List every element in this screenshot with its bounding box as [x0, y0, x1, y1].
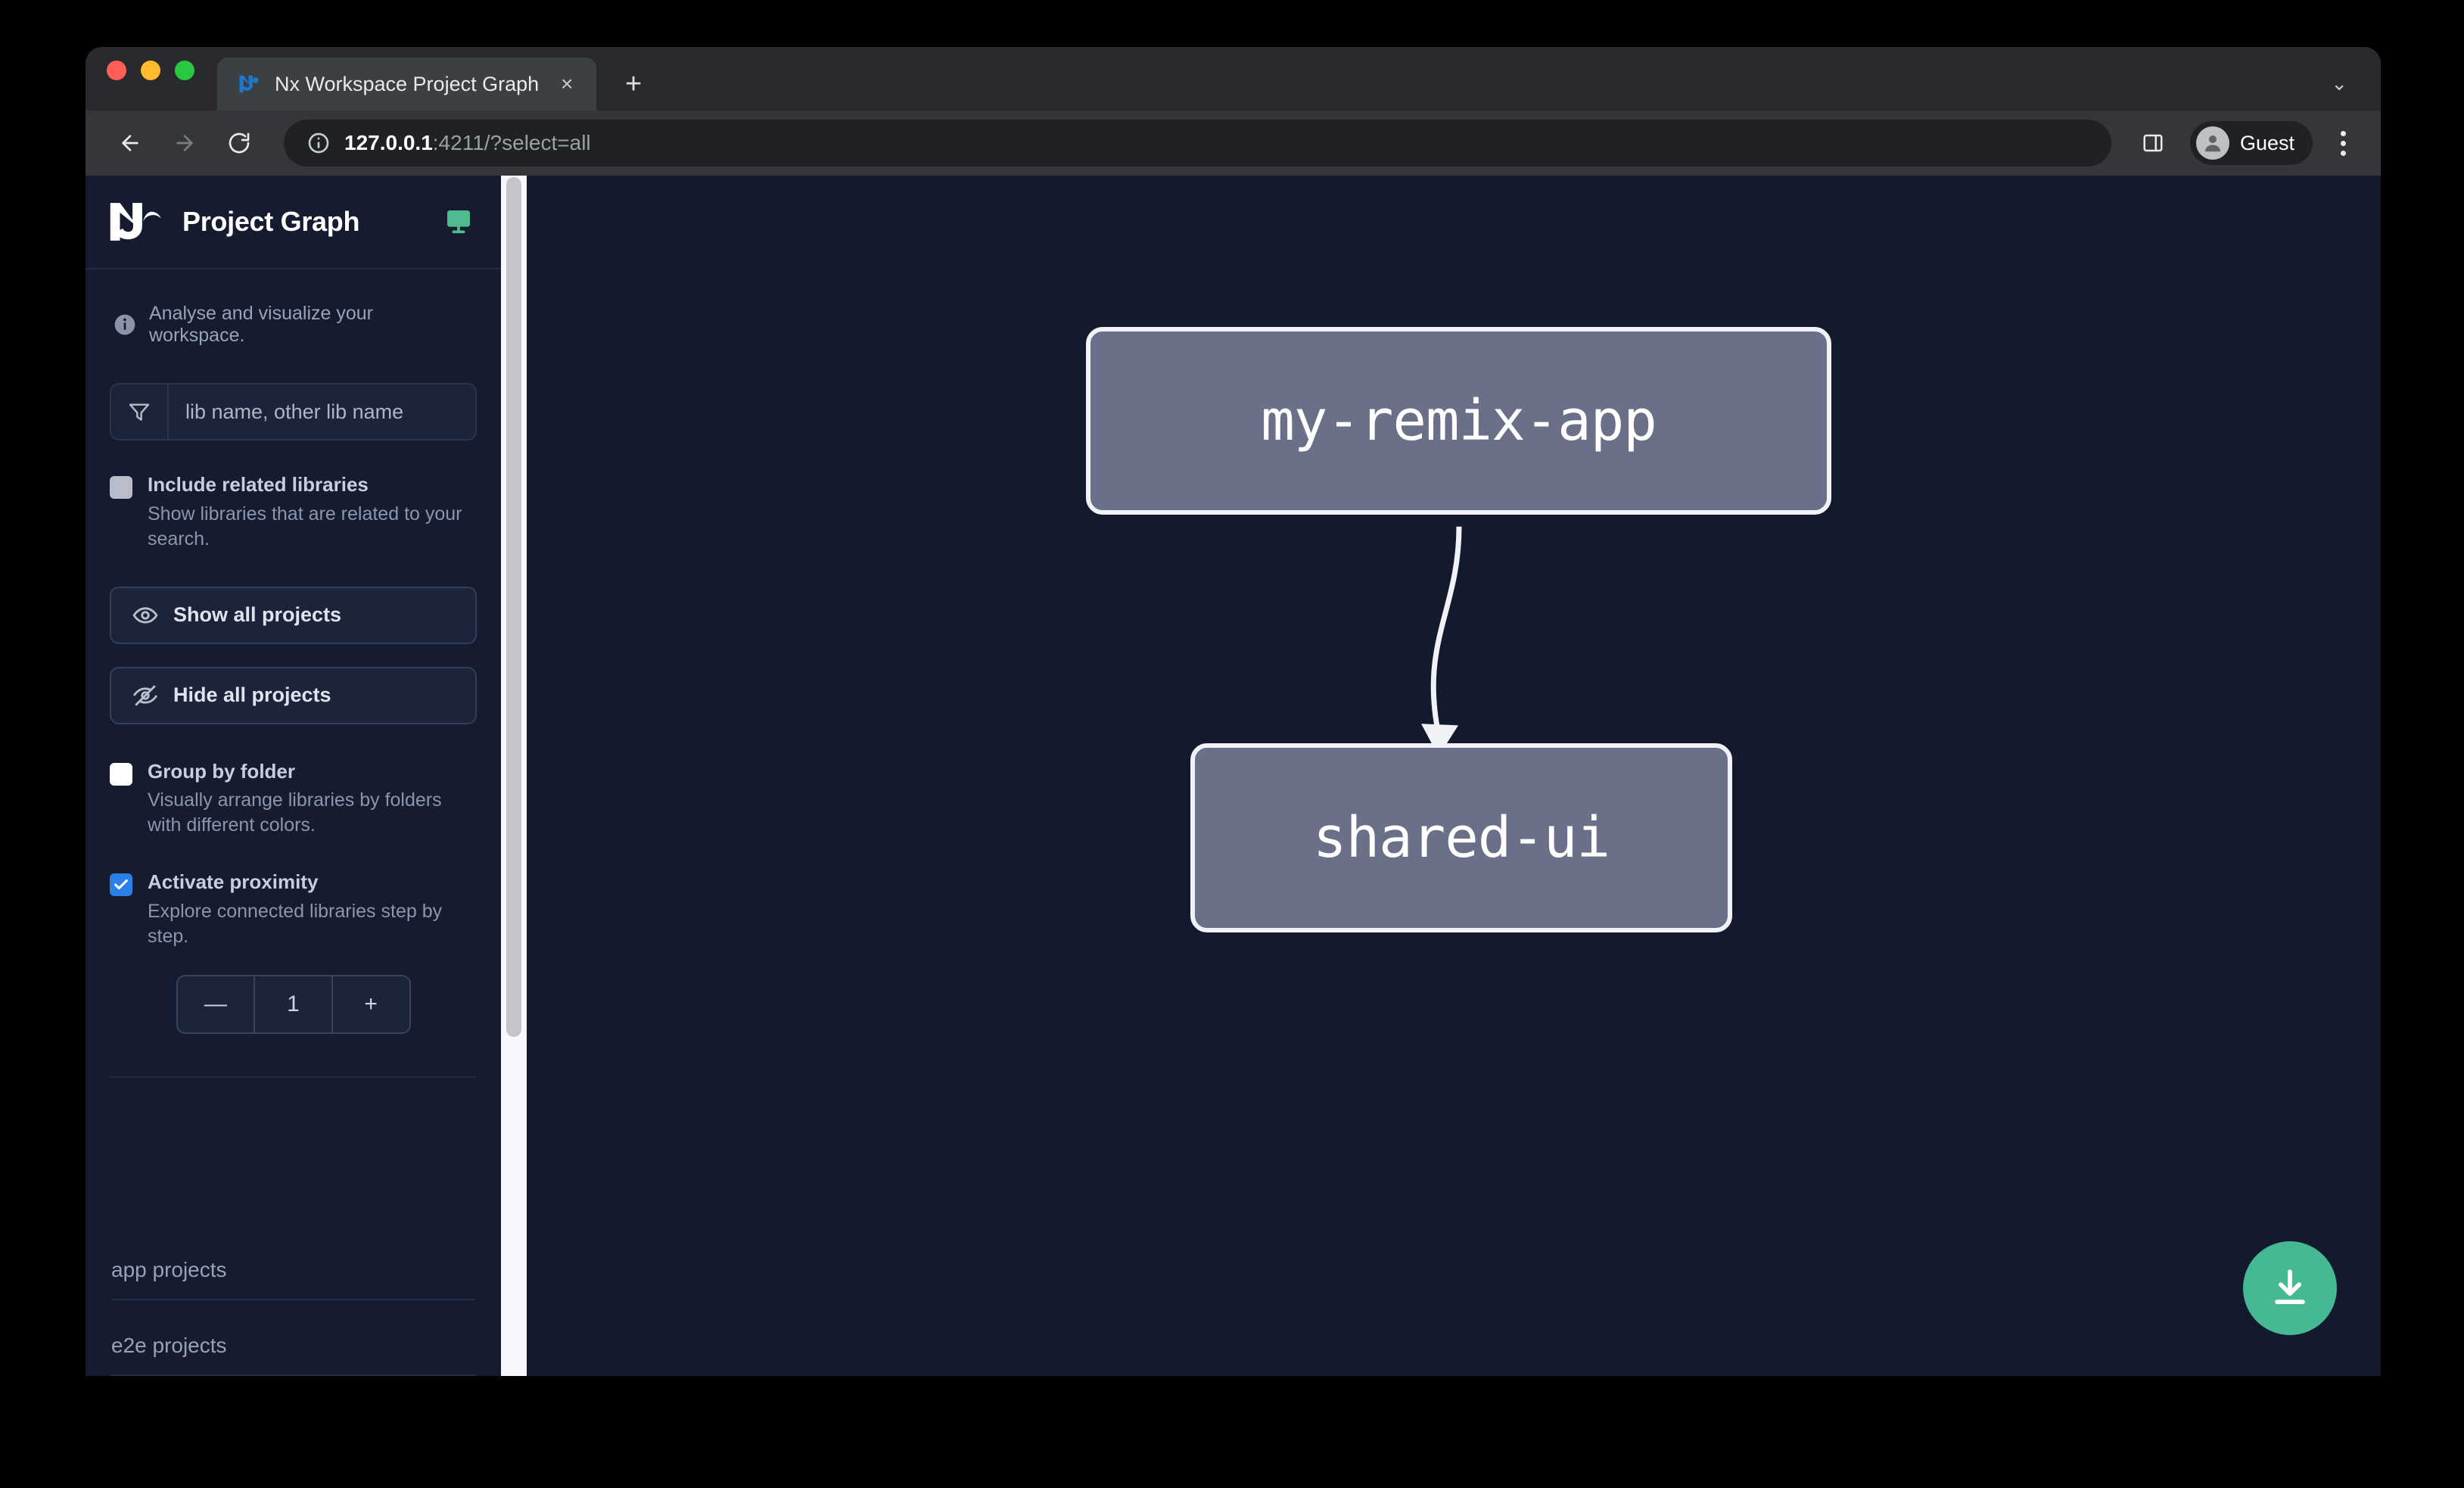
sidebar-body: Analyse and visualize your workspace.	[86, 269, 501, 1225]
option-label: Include related libraries	[148, 473, 369, 496]
checkbox-group-by-folder[interactable]	[110, 762, 132, 786]
info-icon	[113, 313, 137, 337]
tab-strip: Nx Workspace Project Graph × + ⌄	[86, 47, 2381, 111]
sidebar-divider	[110, 1076, 477, 1078]
checkbox-include-related-libraries[interactable]	[110, 476, 132, 499]
proximity-increment-button[interactable]: +	[364, 991, 378, 1016]
avatar	[2195, 126, 2229, 160]
tagline-text: Analyse and visualize your workspace.	[149, 303, 373, 346]
sidebar-scrollbar[interactable]	[501, 176, 527, 1376]
option-include-related-libraries[interactable]: Include related libraries Show libraries…	[110, 472, 477, 552]
proximity-value: 1	[255, 976, 333, 1032]
proximity-stepper: — 1 +	[176, 974, 411, 1034]
option-label: Activate proximity	[148, 870, 319, 893]
hide-all-projects-button[interactable]: Hide all projects	[110, 666, 477, 724]
url-host: 127.0.0.1	[344, 131, 433, 154]
minimize-window-button[interactable]	[141, 61, 160, 80]
reload-button[interactable]	[216, 120, 263, 167]
edge-my-remix-app-to-shared-ui	[1430, 526, 1462, 736]
close-tab-button[interactable]: ×	[560, 72, 574, 95]
address-bar-url: 127.0.0.1:4211/?select=all	[344, 131, 591, 155]
eye-icon	[132, 606, 158, 624]
tab-title: Nx Workspace Project Graph	[275, 72, 540, 95]
browser-toolbar: 127.0.0.1:4211/?select=all Guest	[86, 111, 2381, 176]
projects-section: app projects e2e projects	[86, 1225, 501, 1376]
sidebar-scrollbar-thumb[interactable]	[506, 177, 521, 1037]
filter-box[interactable]	[110, 383, 477, 440]
show-all-projects-button[interactable]: Show all projects	[110, 586, 477, 644]
show-all-projects-label: Show all projects	[173, 603, 342, 626]
tagline: Analyse and visualize your workspace.	[110, 269, 477, 347]
url-path: :4211/?select=all	[432, 131, 591, 154]
chevron-down-icon[interactable]: ⌄	[2331, 72, 2347, 95]
page-title: Project Graph	[182, 206, 360, 237]
eye-off-icon	[132, 684, 158, 706]
project-group-e2e-projects[interactable]: e2e projects	[111, 1300, 475, 1376]
checkbox-activate-proximity[interactable]	[110, 873, 132, 896]
browser-window: Nx Workspace Project Graph × + ⌄	[86, 47, 2381, 1376]
filter-icon	[111, 384, 167, 439]
project-group-title: e2e projects	[111, 1334, 227, 1357]
option-group-by-folder[interactable]: Group by folder Visually arrange librari…	[110, 759, 477, 839]
project-group-title: app projects	[111, 1258, 227, 1281]
browser-tab[interactable]: Nx Workspace Project Graph ×	[217, 58, 597, 111]
option-activate-proximity[interactable]: Activate proximity Explore connected lib…	[110, 870, 477, 949]
window-traffic-lights	[107, 47, 217, 111]
option-description: Visually arrange libraries by folders wi…	[148, 789, 442, 836]
hide-all-projects-label: Hide all projects	[173, 683, 331, 706]
side-panel-icon[interactable]	[2131, 121, 2175, 165]
kebab-menu-icon[interactable]	[2325, 121, 2361, 165]
maximize-window-button[interactable]	[175, 61, 194, 80]
sidebar: Project Graph	[86, 176, 501, 1376]
forward-button[interactable]	[161, 120, 208, 167]
search-input[interactable]	[169, 384, 475, 439]
project-group-app-projects[interactable]: app projects	[111, 1225, 475, 1300]
project-graph-canvas[interactable]: my-remix-app shared-ui	[527, 176, 2381, 1376]
new-tab-button[interactable]: +	[625, 67, 642, 100]
option-label: Group by folder	[148, 759, 295, 783]
profile-button[interactable]: Guest	[2189, 121, 2313, 165]
nx-logo-icon	[237, 72, 261, 96]
close-window-button[interactable]	[107, 61, 126, 80]
proximity-decrement-button[interactable]: —	[178, 976, 256, 1032]
nx-logo	[108, 201, 163, 243]
graph-node-shared-ui[interactable]: shared-ui	[1190, 743, 1732, 932]
profile-name: Guest	[2239, 131, 2294, 154]
graph-node-label: my-remix-app	[1261, 388, 1657, 453]
address-bar[interactable]: 127.0.0.1:4211/?select=all	[284, 120, 2111, 167]
back-button[interactable]	[107, 120, 154, 167]
filter-divider	[167, 384, 169, 439]
graph-node-my-remix-app[interactable]: my-remix-app	[1086, 327, 1831, 515]
graph-node-label: shared-ui	[1313, 805, 1610, 870]
site-info-icon[interactable]	[306, 131, 331, 155]
option-description: Explore connected libraries step by step…	[148, 900, 443, 947]
download-graph-button[interactable]	[2243, 1241, 2337, 1335]
edge-arrowhead	[1421, 724, 1458, 757]
monitor-icon[interactable]	[443, 207, 474, 237]
sidebar-header: Project Graph	[86, 176, 501, 269]
page-content: Project Graph	[86, 176, 2381, 1376]
download-icon	[2275, 1269, 2305, 1305]
option-description: Show libraries that are related to your …	[148, 503, 462, 549]
graph-edges	[1421, 526, 1462, 757]
